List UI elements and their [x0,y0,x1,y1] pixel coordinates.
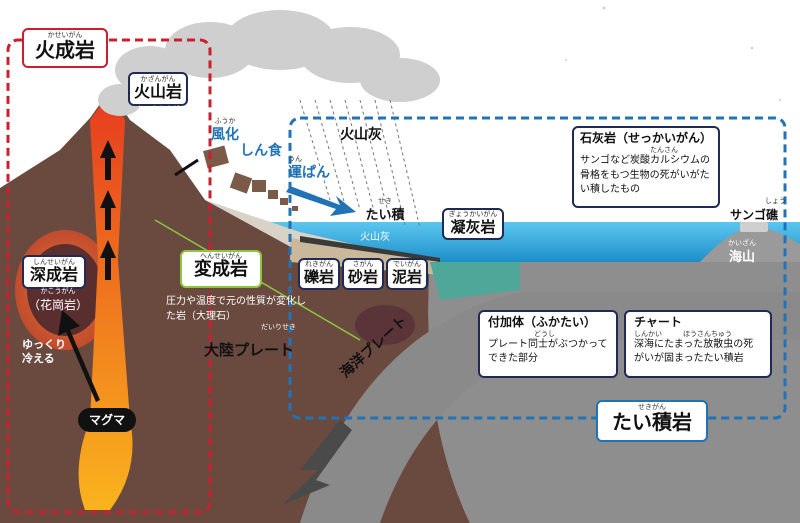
accretion-desc: プレート同士がぶつかってできた部分 [488,339,608,365]
sandstone-box: さがん 砂岩 [342,258,384,290]
erosion-label: しん食 [240,143,282,159]
chert-desc: 深海にたまった放散虫の死がいが固まったたい積岩 [634,339,754,365]
rock-debris [203,145,298,211]
coral-reef-ruby: しょう [765,197,786,205]
seamount-group: かいざん 海山 [722,240,762,265]
sandstone-label: 砂岩 [347,268,378,286]
continental-plate-label: 大陸プレート [204,341,295,359]
tuff-label: 凝灰岩 [450,218,496,236]
marble-ruby: だいりせき [261,323,296,331]
igneous-title-box: かせいがん 火成岩 [22,28,108,68]
weathering-label: 風化 [211,127,239,143]
seamount-ruby: かいざん [728,239,756,247]
granite-ruby: かこうがん [40,287,76,295]
igneous-title: 火成岩 [35,38,95,62]
conglomerate-label: 礫岩 [303,268,334,286]
metamorphic-desc-group: 圧力や温度で元の性質が変化した岩（大理石） だいりせき [166,294,306,331]
limestone-box: 石灰岩（せっかいがん） たんさん サンゴなど炭酸カルシウムの骨格をもつ生物の死が… [572,126,720,208]
tuff-ruby: ぎょうかいがん [448,210,498,218]
transport-arrow [286,186,356,216]
ash-layer-band [300,236,440,262]
granite-group: かこうがん （花崗岩） [18,288,98,313]
magma-arrows [100,140,116,280]
chert-box: チャート しんかい ほうさんちゅう 深海にたまった放散虫の死がいが固まったたい積… [624,310,772,378]
slow-cool-label: ゆっくり冷える [22,338,66,366]
sea [205,222,800,262]
weathering-ruby: ふうか [214,117,236,125]
weathering-group: ふうか 風化 [208,118,242,143]
limestone-ruby: たんさん [650,146,678,155]
volcanic-rock-box: かざんがん 火山岩 [128,72,188,106]
smoke-cloud [98,10,440,116]
rhyolite-group: りゅうもんがん （流紋岩） [122,106,202,131]
plutonic-label: 深成岩 [29,265,78,284]
weathering-arrow [174,158,199,177]
rhyolite-ruby: りゅうもんがん [137,105,187,113]
coral-reef-group: しょう サンゴ礁 [722,198,786,223]
cooling-arrow [58,310,100,402]
mudstone-box: でいがん 泥岩 [386,258,428,290]
metamorphic-ruby: へんせいがん [200,252,242,260]
sedimentary-title-box: せきがん たい積岩 [596,400,708,442]
mudstone-label: 泥岩 [391,268,422,286]
sedimentary-title: たい積岩 [612,410,692,434]
igneous-ruby: かせいがん [47,31,83,39]
oceanic-plate-band [300,292,800,523]
limestone-title: 石灰岩（せっかいがん） [580,131,713,145]
metamorphic-title: 変成岩 [194,259,248,280]
accretion-box: 付加体（ふかたい） どうし プレート同士がぶつかってできた部分 [478,310,618,378]
volcanic-ruby: かざんがん [140,75,176,83]
coral-reef-label: サンゴ礁 [729,208,778,222]
granite-label: （花崗岩） [27,298,88,312]
transport-group: うん 運ぱん [288,156,340,181]
rhyolite-label: （流紋岩） [131,116,192,130]
plutonic-ruby: しんせいがん [33,258,75,266]
plutonic-rock-box: しんせいがん 深成岩 [22,255,86,289]
mudstone-ruby: でいがん [393,260,421,268]
limestone-desc: サンゴなど炭酸カルシウムの骨格をもつ生物の死がいがたい積したもの [580,155,710,196]
chert-title: チャート [634,315,682,329]
accretion-ruby: どうし [534,330,555,339]
volcanic-ash-label: 火山灰 [340,127,382,143]
conglomerate-box: れきがん 礫岩 [298,258,340,290]
deposition-label: たい積 [365,208,405,223]
chert-ruby: しんかい ほうさんちゅう [634,330,732,339]
seamount-label: 海山 [728,250,755,265]
accretion-title: 付加体（ふかたい） [488,315,597,329]
tuff-box: ぎょうかいがん 凝灰岩 [442,208,504,240]
accretionary-prism [430,262,520,300]
deposition-ruby: せき [378,197,392,205]
coral-reef-shape [740,222,768,232]
transport-label: 運ぱん [288,165,330,181]
marble-blob [355,305,415,345]
metamorphic-desc: 圧力や温度で元の性質が変化した岩（大理石） [166,296,306,322]
sedimentary-frame [288,116,787,420]
volcanic-label: 火山岩 [133,82,182,101]
sandstone-ruby: さがん [352,260,374,268]
transport-ruby: うん [288,155,302,163]
deposition-group: せき たい積 [360,198,410,223]
conglomerate-ruby: れきがん [305,260,333,268]
oceanic-plate-arrow [282,420,352,505]
stars [565,6,781,101]
magma-conduit [78,92,133,510]
ash-layer-label: 火山灰 [360,232,390,243]
metamorphic-title-box: へんせいがん 変成岩 [180,250,262,288]
sedimentary-ruby: せきがん [638,403,666,411]
magma-label: マグマ [78,408,136,432]
